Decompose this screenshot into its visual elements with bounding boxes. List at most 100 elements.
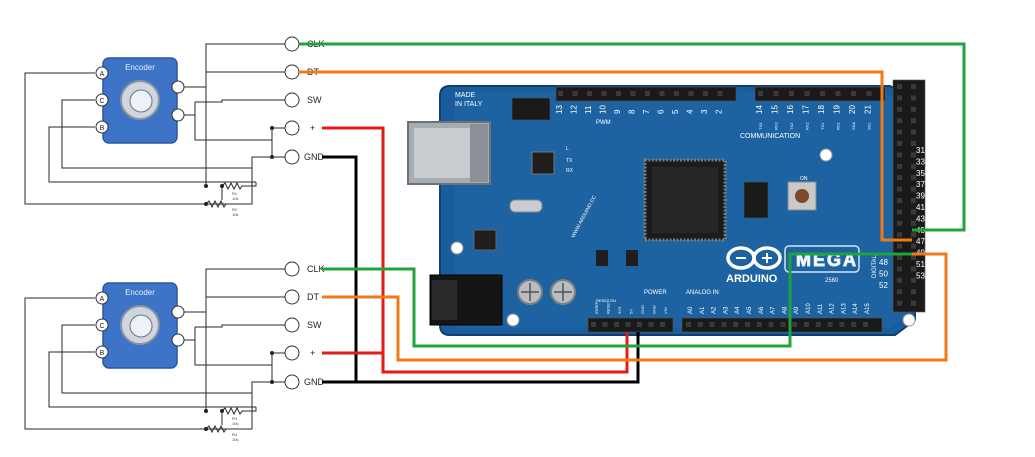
header-pin [591,322,596,327]
pin-label: 6 [657,109,666,114]
header-pin [602,322,608,327]
encoder-pin-a: A [100,71,105,78]
header-pin [625,322,631,327]
header-pin [911,186,916,192]
pin-label: TX2 [789,122,794,130]
header-pin [911,152,916,158]
header-pin [674,91,679,96]
header-pin [587,91,592,96]
header-pin [558,91,563,96]
pin-label: IOREF [594,301,599,314]
header-pin [659,91,665,96]
l-led-label: L [566,146,569,152]
header-pin [572,91,578,96]
header-pin [721,322,727,327]
pin-label: 21 [864,105,873,114]
junction-dot [220,184,224,188]
terminal-clk [284,36,300,52]
pin-label: 41 [916,203,925,212]
encoder-2-resistor-1: R3 10k [221,406,250,426]
junction-dot [204,427,208,431]
encoder-1-schematic-wires [24,43,285,205]
pin-label: 37 [916,180,925,189]
rx-led-label: RX [566,168,574,174]
header-pin [789,91,794,96]
junction-dot [270,351,274,355]
arduino-logo-icon [726,246,782,270]
pin-label: 3V3 [617,306,622,314]
component [626,250,638,266]
encoder-1-module: Encoder A C B [95,57,185,144]
pin-label: 17 [802,105,811,114]
mount-hole [506,313,520,327]
junction-dot [204,202,208,206]
tx-led-label: TX [566,158,573,164]
header-pin [709,322,715,327]
terminal-label-gnd: GND [304,377,325,387]
terminal-clk [284,261,300,277]
encoder-1-schematic: R1 10k R2 10k Encoder A C B [24,36,325,217]
pin-label: 14 [755,105,764,114]
pin-label: 35 [916,169,925,178]
header-pin [897,106,902,112]
mount-hole [902,313,916,327]
header-pin [911,255,916,260]
pin-label: RESET [606,300,611,314]
pin-label: 50 [879,269,888,278]
on-led-label: ON [800,176,808,182]
header-pin [863,322,868,327]
pin-label: 51 [916,260,925,269]
pin-label: 8 [628,109,637,114]
pin-label: A15 [865,303,871,314]
resistor-value: 10k [232,421,238,426]
header-pin [616,91,621,96]
wire-dt-1 [299,70,912,242]
pin-label: 18 [817,105,826,114]
pin-label: 16 [786,105,795,114]
pin-label: VIN [663,307,668,314]
header-pin [897,118,902,124]
resistor-value: 10k [232,212,238,217]
header-pin [835,91,841,96]
header-pin [911,266,916,272]
header-pin [815,322,821,327]
terminal-dt [284,289,300,305]
terminal-plus [284,120,300,136]
resistor-label: R3 [232,416,238,421]
junction-dot [270,380,274,384]
header-pin [911,84,916,89]
capacitor [517,279,543,305]
header-pin [758,91,763,96]
mount-hole [819,148,833,162]
header-pin [827,322,833,327]
header-pin [773,91,779,96]
regulator [473,229,497,251]
capacitor [550,279,576,305]
header-pin [768,322,774,327]
pin-label: 12 [570,105,579,114]
terminal-label-clk: CLK [307,264,325,274]
brand-label: ARDUINO [726,273,778,285]
header-pin [897,266,902,272]
pin-label: RX2 [805,121,810,130]
encoder-2-schematic: R3 10k R4 10k Encoder A C B [24,261,325,442]
encoder-title: Encoder [125,288,155,297]
pin-label: A12 [830,303,836,314]
header-pin [780,322,786,327]
header-pin [697,322,703,327]
header-pin [911,106,916,112]
wire-clk-2 [322,252,912,348]
mount-hole [450,241,464,255]
terminal-sw [284,317,300,333]
communication-label: COMMUNICATION [740,133,800,140]
pin-label: TX1 [820,122,825,130]
header-pin [820,91,825,96]
pin-label: 10 [599,105,608,114]
pin-label: RX1 [836,121,841,130]
header-pin [851,322,857,327]
pin-label: 48 [879,258,888,267]
pin-label: A13 [841,303,847,314]
